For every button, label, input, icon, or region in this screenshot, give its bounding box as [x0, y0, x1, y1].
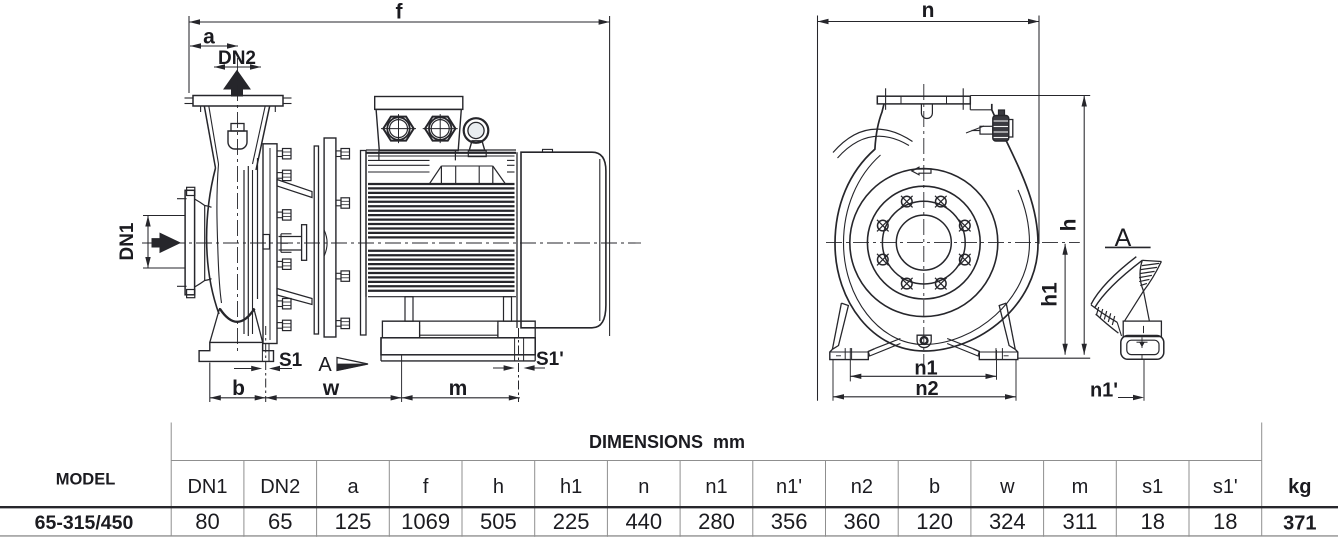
svg-text:DN1: DN1: [187, 476, 227, 498]
svg-text:A: A: [1115, 224, 1132, 252]
svg-text:kg: kg: [1288, 476, 1311, 498]
svg-text:f: f: [396, 1, 404, 24]
svg-text:440: 440: [625, 509, 662, 534]
svg-text:n1: n1: [705, 476, 727, 498]
svg-text:371: 371: [1283, 513, 1316, 535]
svg-text:80: 80: [195, 509, 219, 534]
svg-text:18: 18: [1140, 509, 1164, 534]
svg-text:311: 311: [1062, 509, 1097, 534]
svg-text:n: n: [922, 0, 935, 22]
svg-text:DN2: DN2: [260, 476, 300, 498]
svg-text:DIMENSIONS mm: DIMENSIONS mm: [589, 432, 745, 452]
svg-text:n1: n1: [914, 358, 937, 380]
svg-text:n1': n1': [776, 476, 802, 498]
svg-text:w: w: [322, 377, 340, 400]
svg-text:120: 120: [916, 509, 953, 534]
svg-text:n: n: [638, 476, 649, 498]
svg-text:356: 356: [771, 509, 808, 534]
svg-text:n2: n2: [851, 476, 873, 498]
svg-text:324: 324: [989, 509, 1026, 534]
svg-text:s1: s1: [1142, 476, 1163, 498]
svg-text:n1': n1': [1090, 380, 1118, 402]
svg-text:1069: 1069: [401, 509, 450, 534]
svg-text:S1: S1: [279, 350, 303, 371]
svg-text:MODEL: MODEL: [56, 471, 116, 489]
svg-text:360: 360: [844, 509, 881, 534]
svg-text:18: 18: [1213, 509, 1237, 534]
svg-text:m: m: [449, 377, 468, 400]
svg-text:f: f: [423, 476, 429, 498]
svg-text:m: m: [1072, 476, 1089, 498]
svg-text:h: h: [493, 476, 504, 498]
svg-text:h: h: [1058, 219, 1081, 232]
svg-text:h1: h1: [1039, 282, 1062, 307]
svg-text:225: 225: [553, 509, 590, 534]
svg-text:65: 65: [268, 509, 292, 534]
svg-text:b: b: [929, 476, 940, 498]
svg-text:b: b: [232, 377, 245, 400]
svg-text:DN2: DN2: [218, 48, 256, 69]
svg-text:280: 280: [698, 509, 735, 534]
svg-text:505: 505: [480, 509, 517, 534]
svg-text:a: a: [203, 26, 215, 49]
svg-text:n2: n2: [915, 378, 938, 400]
svg-text:s1': s1': [1213, 476, 1238, 498]
svg-text:65-315/450: 65-315/450: [35, 512, 134, 534]
svg-text:DN1: DN1: [117, 222, 138, 260]
svg-text:w: w: [999, 476, 1015, 498]
svg-text:A: A: [318, 354, 332, 376]
svg-text:S1': S1': [536, 349, 564, 370]
svg-text:h1: h1: [560, 476, 582, 498]
svg-text:125: 125: [335, 509, 372, 534]
svg-text:a: a: [347, 476, 359, 498]
